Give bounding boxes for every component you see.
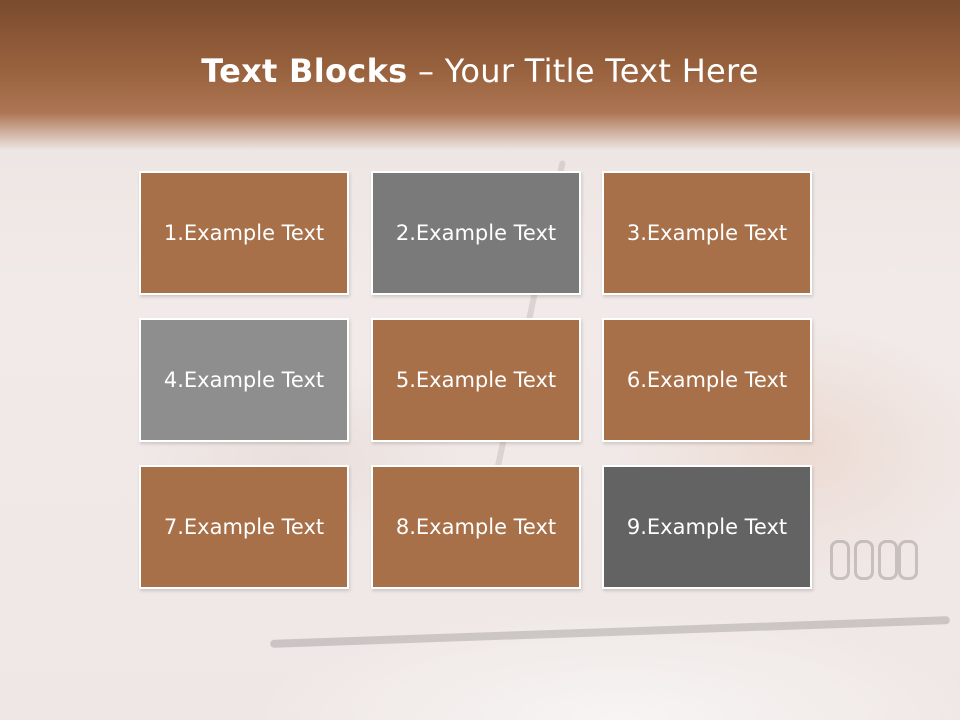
text-block-6[interactable]: 6.Example Text (602, 318, 812, 442)
notebook-ring (830, 540, 850, 580)
text-block-3[interactable]: 3.Example Text (602, 171, 812, 295)
text-block-5[interactable]: 5.Example Text (371, 318, 581, 442)
text-block-label: 4.Example Text (163, 368, 325, 392)
text-block-4[interactable]: 4.Example Text (139, 318, 349, 442)
text-block-label: 7.Example Text (163, 515, 325, 539)
text-block-label: 2.Example Text (395, 221, 557, 245)
text-block-label: 1.Example Text (163, 221, 325, 245)
header-band (0, 0, 960, 150)
text-block-8[interactable]: 8.Example Text (371, 465, 581, 589)
text-block-label: 8.Example Text (395, 515, 557, 539)
notebook-ring (854, 540, 874, 580)
title-rest: Your Title Text Here (444, 52, 759, 90)
title-separator: – (407, 52, 445, 90)
notebook-ring (878, 540, 898, 580)
text-block-2[interactable]: 2.Example Text (371, 171, 581, 295)
slide-title: Text Blocks – Your Title Text Here (0, 52, 960, 90)
text-block-label: 3.Example Text (626, 221, 788, 245)
text-block-7[interactable]: 7.Example Text (139, 465, 349, 589)
text-block-1[interactable]: 1.Example Text (139, 171, 349, 295)
notebook-ring (898, 540, 918, 580)
title-bold: Text Blocks (201, 52, 408, 90)
text-block-9[interactable]: 9.Example Text (602, 465, 812, 589)
text-block-label: 9.Example Text (626, 515, 788, 539)
text-block-label: 6.Example Text (626, 368, 788, 392)
text-block-label: 5.Example Text (395, 368, 557, 392)
